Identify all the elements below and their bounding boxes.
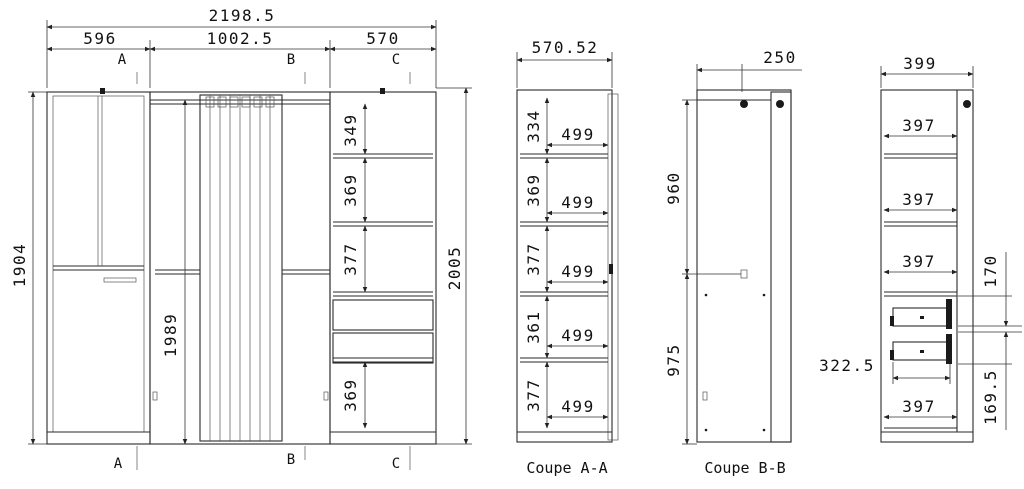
hinge [380, 88, 385, 94]
width-label-right: 570 [366, 29, 399, 48]
hinge [100, 88, 105, 94]
width-label-middle: 1002.5 [207, 29, 274, 48]
section-cc-drawer-height-dimensions [958, 252, 1022, 430]
section-cc-shelves [884, 153, 957, 429]
drawer-runner [920, 316, 924, 319]
section-mark-c-top: C [392, 52, 400, 68]
section-aa-depth-label: 499 [561, 125, 594, 144]
section-aa-gap-label: 334 [524, 109, 543, 142]
section-mark-b-top: B [287, 52, 295, 68]
section-aa-gap-dimensions [544, 97, 609, 429]
section-aa-gap-label: 369 [524, 173, 543, 206]
middle-height-label: 1989 [161, 313, 180, 358]
hole [704, 293, 708, 297]
section-aa-gap-label: 377 [524, 242, 543, 275]
section-mark-b-bottom: B [287, 452, 295, 468]
section-aa-width-label: 570.52 [532, 38, 599, 57]
hole [762, 293, 766, 297]
hinge [323, 391, 329, 401]
section-cc-shelf-depth-label: 397 [902, 116, 935, 135]
overall-width-label: 2198.5 [209, 6, 276, 25]
section-cc-view: 399 397 397 397 397 [819, 54, 1022, 443]
shelf-gap-label: 369 [341, 378, 360, 411]
section-cc-shelf-depth-label: 397 [902, 397, 935, 416]
section-cc-width-label: 399 [903, 54, 936, 73]
rail-support [740, 269, 748, 279]
section-aa-depth-label: 499 [561, 397, 594, 416]
section-cc-drawer-depth-label: 322.5 [819, 356, 875, 375]
section-cc-shelf-depth-label: 397 [902, 252, 935, 271]
section-mark-a-top: A [118, 52, 127, 68]
section-mark-a-bottom: A [114, 456, 123, 472]
left-wardrobe-door [52, 95, 145, 433]
hole [704, 428, 708, 432]
curtain [199, 94, 283, 442]
section-aa-caption: Coupe A-A [526, 459, 607, 477]
drawer-upper [332, 299, 434, 331]
right-height-label: 2005 [445, 246, 464, 291]
section-aa-depth-label: 499 [561, 193, 594, 212]
section-aa-gap-label: 361 [524, 310, 543, 343]
section-bb-cabinet [696, 89, 792, 443]
shelf-gap-label: 349 [341, 113, 360, 146]
section-cc-cabinet [880, 89, 974, 443]
rail-support [740, 100, 748, 108]
drawer-lower [332, 332, 434, 364]
front-view: 2198.5 596 1002.5 570 A B C 1904 [10, 6, 472, 472]
left-wardrobe [46, 91, 151, 445]
section-cc-drawer-height-label-upper: 170 [981, 254, 1000, 287]
section-cc-depth-dimensions [883, 133, 958, 420]
section-bb-side-panel [770, 91, 792, 443]
drawer-upper-back [890, 316, 894, 326]
shelf-gap-label: 377 [341, 242, 360, 275]
drawer-upper-front [946, 299, 952, 329]
drawer-lower-back [890, 350, 894, 360]
left-height-label: 1904 [10, 243, 29, 288]
section-aa-door [607, 93, 619, 441]
shelf-gap-label: 369 [341, 173, 360, 206]
section-aa-depth-label: 499 [561, 326, 594, 345]
section-bb-caption: Coupe B-B [704, 459, 785, 477]
curtain-folds [205, 95, 275, 441]
section-bb-upper-label: 960 [664, 171, 683, 204]
section-bb-view: 250 960 975 Coupe B-B [664, 48, 802, 477]
rail-support [963, 100, 971, 108]
section-aa-view: 570.52 334 369 377 361 377 499 49 [516, 38, 619, 477]
section-bb-lower-label: 975 [664, 343, 683, 376]
hole [762, 428, 766, 432]
drawer-lower-front [946, 334, 952, 364]
section-cc-shelf-depth-label: 397 [902, 190, 935, 209]
section-aa-shelves [520, 153, 608, 363]
right-shelves [333, 153, 433, 363]
door-handle [609, 264, 613, 274]
width-label-left: 596 [83, 29, 116, 48]
hinge [152, 391, 158, 401]
rail-support [776, 100, 784, 108]
section-mark-c-bottom: C [392, 456, 400, 472]
drawer-runner [920, 350, 924, 353]
section-cc-drawer-height-label-lower: 169.5 [981, 369, 1000, 425]
section-bb-width-label: 250 [763, 48, 796, 67]
section-aa-depth-label: 499 [561, 262, 594, 281]
section-aa-gap-label: 377 [524, 378, 543, 411]
left-handle [103, 277, 137, 283]
hinge [702, 391, 708, 401]
